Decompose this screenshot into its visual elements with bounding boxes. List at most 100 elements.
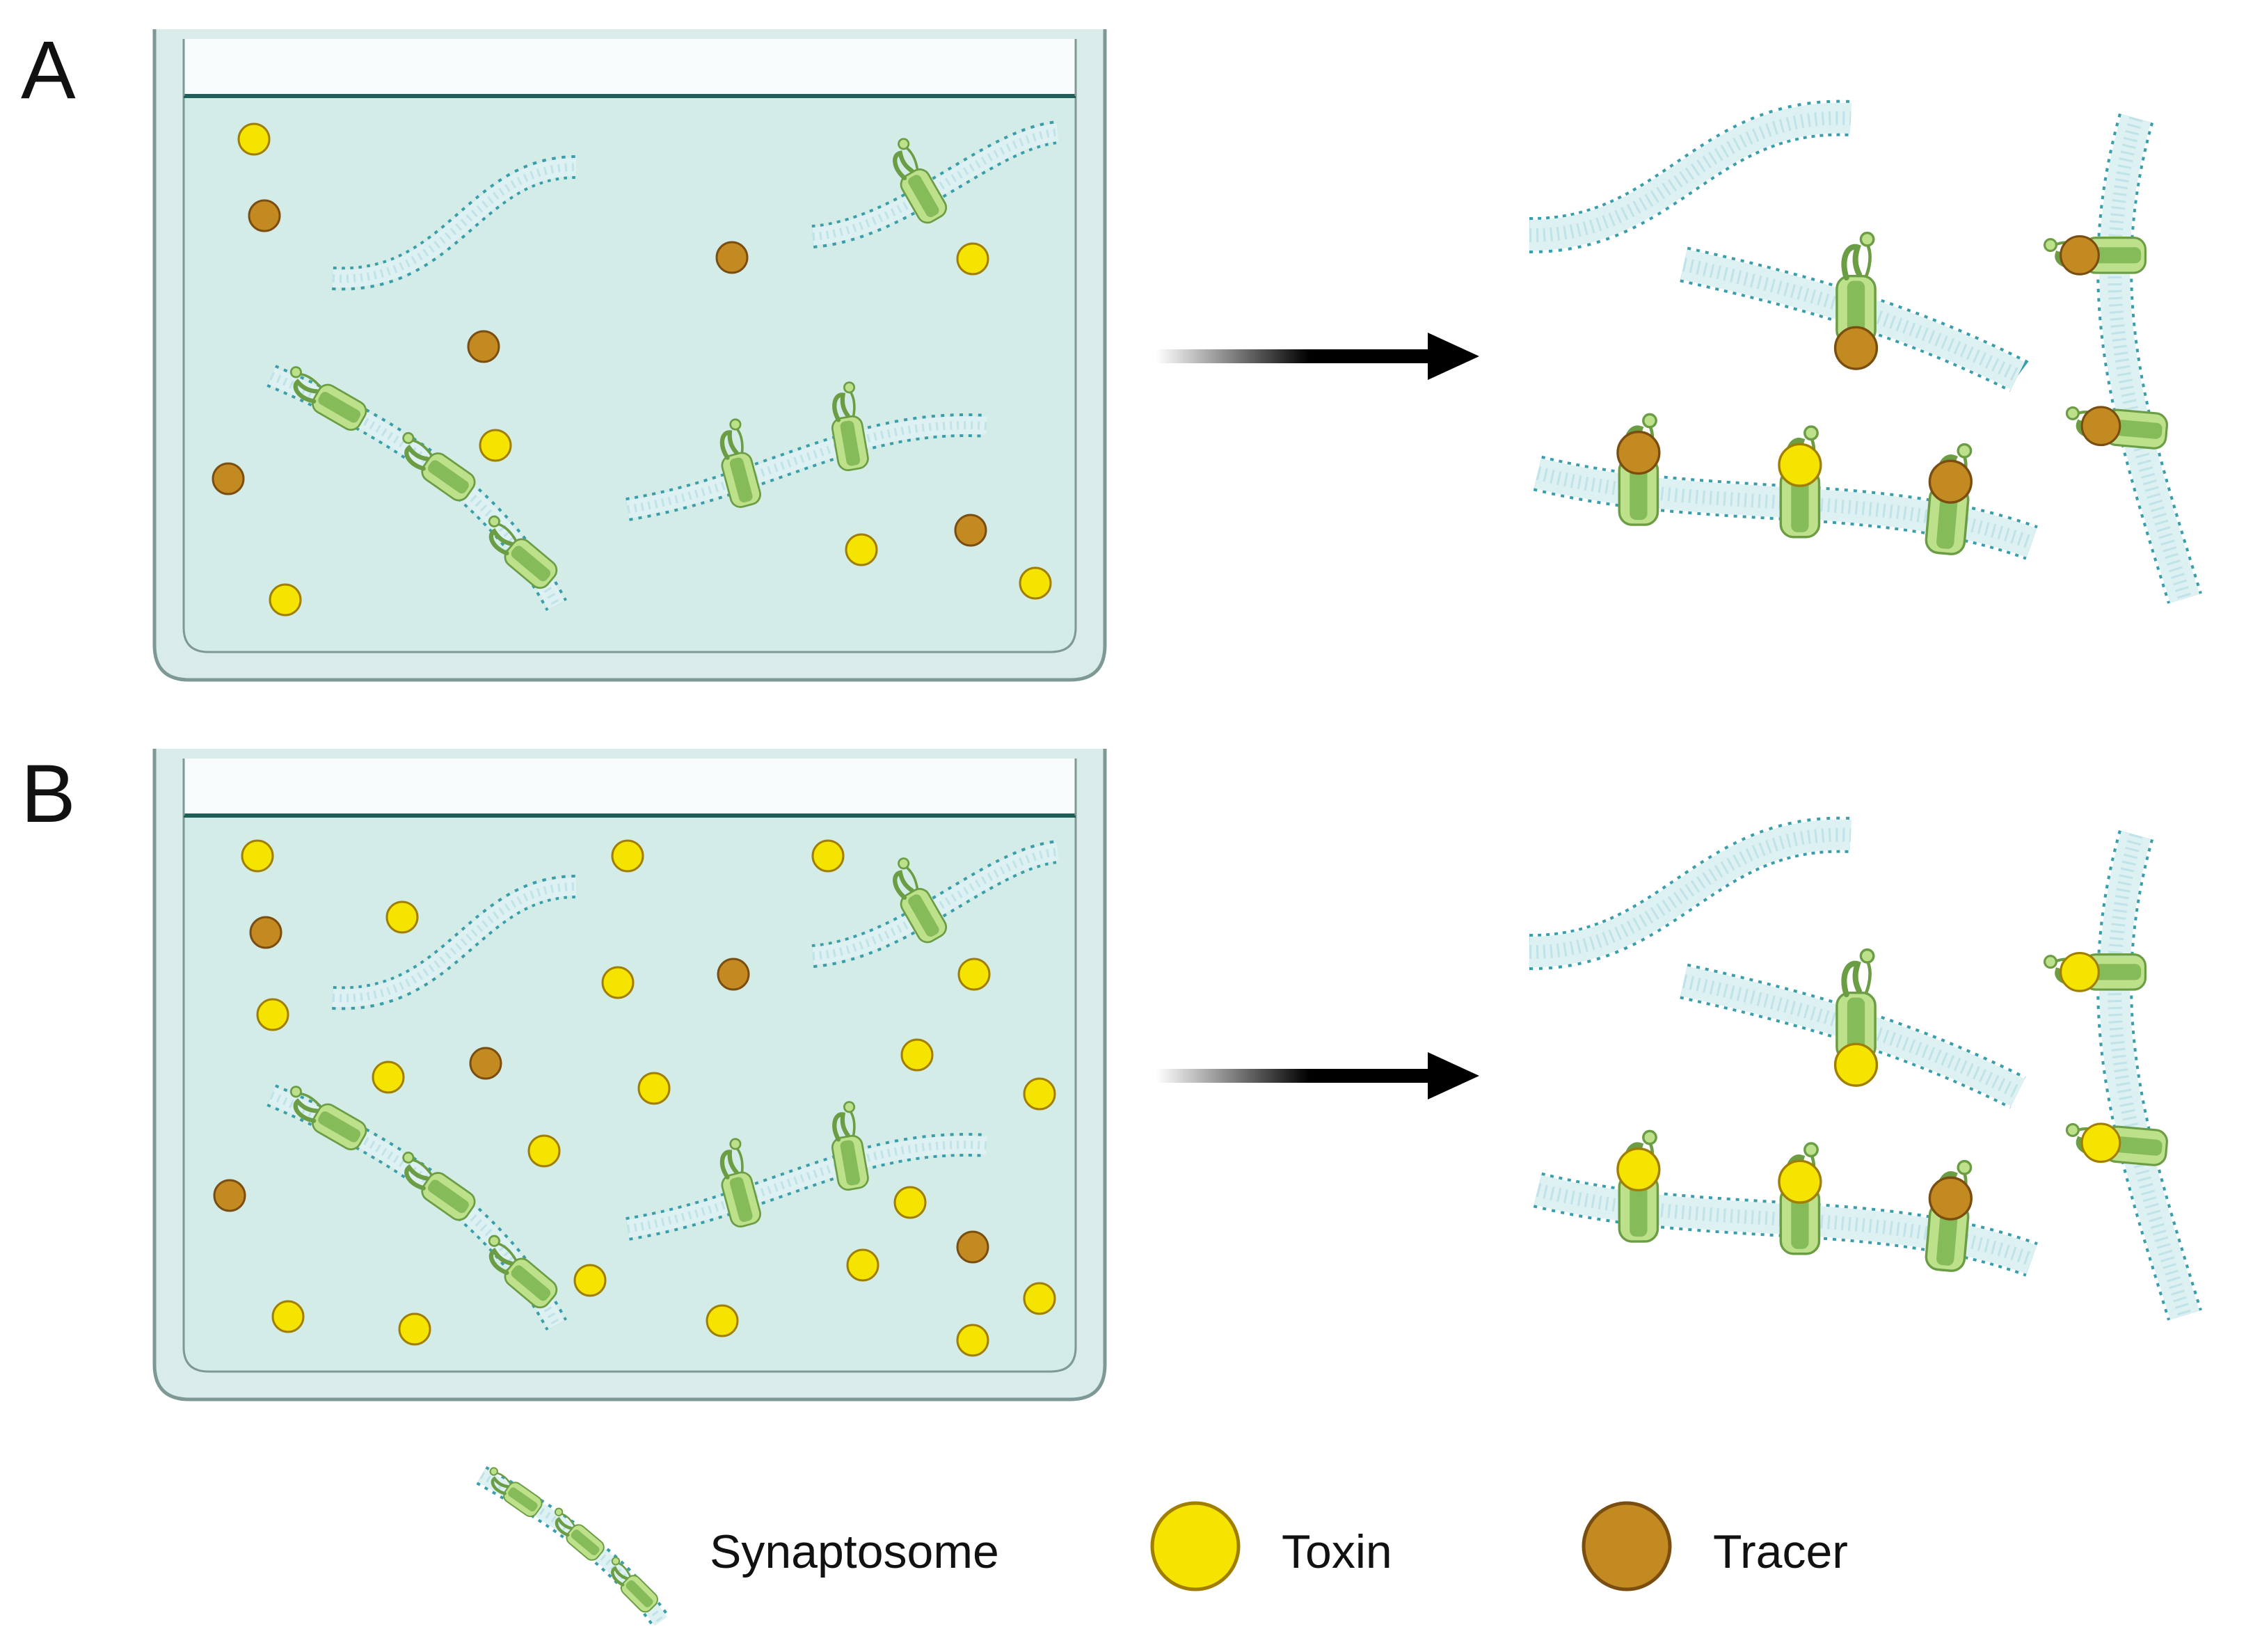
legend-synaptosome-label: Synaptosome (710, 1525, 999, 1578)
toxin-particle (256, 998, 289, 1031)
tracer-particle (249, 916, 282, 949)
legend-toxin-label: Toxin (1282, 1525, 1392, 1578)
toxin-particle (811, 839, 845, 873)
synaptosome (1533, 1129, 2038, 1277)
tracer-bound-particle (2060, 235, 2100, 276)
toxin-particle (845, 533, 878, 566)
tracer-particle (248, 199, 281, 232)
receptor (893, 138, 948, 224)
synaptosome (811, 120, 1060, 248)
toxin-particle (611, 839, 644, 873)
result-a (1529, 100, 2202, 604)
membrane-bilayer (811, 120, 1060, 248)
receptor (289, 366, 367, 431)
toxin-bound-particle (1778, 1159, 1822, 1204)
toxin-particle (893, 1186, 927, 1219)
toxin-bound-particle (2080, 1122, 2121, 1163)
synaptosome (1529, 816, 1852, 971)
tracer-particle (467, 330, 500, 363)
receptor (611, 1557, 658, 1613)
toxin-particle (573, 1264, 607, 1297)
tracer-particle (212, 462, 245, 495)
receptor (1833, 231, 1879, 370)
toxin-particle (706, 1304, 739, 1337)
receptor (289, 1086, 367, 1151)
toxin-particle (846, 1248, 879, 1282)
tracer-particle (213, 1179, 246, 1212)
tracer-bound-particle (2080, 406, 2121, 447)
toxin-particle (1023, 1282, 1056, 1315)
synaptosome (332, 875, 577, 1010)
tracer-particle (717, 958, 750, 991)
receptor (488, 1234, 558, 1309)
toxin-particle (527, 1134, 561, 1168)
toxin-particle (1023, 1077, 1056, 1111)
legend (476, 1466, 1672, 1628)
synaptosome (266, 365, 567, 612)
receptor (402, 1151, 476, 1221)
toxin-particle (398, 1312, 431, 1346)
toxin-particle (372, 1061, 405, 1094)
receptor (1616, 413, 1661, 526)
membrane-bilayer (2096, 829, 2202, 1321)
receptor (488, 515, 558, 589)
toxin-bound-particle (1778, 443, 1822, 487)
membrane-bilayer (1529, 816, 1852, 971)
toxin-particle (237, 122, 271, 156)
receptor (719, 1138, 762, 1228)
receptor (1925, 1159, 1973, 1272)
receptor (554, 1507, 605, 1561)
toxin-particle (601, 966, 635, 999)
panel-a-label: A (21, 24, 76, 116)
receptor (1778, 1142, 1822, 1255)
synaptosome (2043, 113, 2202, 604)
receptor (1925, 443, 1973, 555)
membrane-bilayer (626, 1133, 988, 1241)
synaptosome (476, 1466, 670, 1628)
tracer-bound-particle (1616, 430, 1661, 475)
tracer-bound-particle (1928, 459, 1973, 504)
membrane-bilayer (626, 413, 988, 521)
synaptosome (811, 840, 1060, 968)
receptor (402, 431, 476, 502)
toxin-particle (269, 583, 302, 617)
toxin-particle (900, 1038, 934, 1072)
panel-b-label: B (21, 748, 76, 840)
synaptosome (626, 1101, 988, 1241)
toxin-icon (1150, 1501, 1241, 1591)
toxin-bound-particle (1833, 1042, 1879, 1087)
toxin-particle (1019, 566, 1052, 600)
arrow-b (1156, 1052, 1479, 1099)
synaptosome (266, 1084, 567, 1331)
receptor (2065, 1122, 2168, 1166)
synaptosome (332, 155, 577, 291)
receptor (719, 418, 762, 508)
toxin-particle (241, 839, 274, 873)
toxin-particle (956, 1324, 989, 1357)
synaptosome (1533, 413, 2038, 560)
receptor (831, 381, 869, 472)
synaptosome (2043, 829, 2202, 1321)
receptor (1778, 425, 1822, 539)
membrane-bilayer (1529, 100, 1852, 254)
tracer-particle (956, 1230, 989, 1264)
receptor (2065, 406, 2168, 450)
beaker-a (152, 29, 1107, 682)
tracer-bound-particle (1928, 1176, 1973, 1221)
toxin-particle (271, 1300, 305, 1333)
tracer-particle (954, 514, 987, 547)
receptor (1833, 948, 1879, 1087)
arrow-a (1156, 333, 1479, 380)
receptor (2043, 951, 2147, 992)
synaptosome (1680, 231, 2026, 392)
toxin-bound-particle (1616, 1147, 1661, 1192)
membrane-bilayer (2096, 113, 2202, 604)
toxin-particle (385, 900, 419, 934)
synaptosome (1680, 948, 2026, 1109)
synaptosome (1529, 100, 1852, 254)
toxin-bound-particle (2060, 951, 2100, 992)
membrane-bilayer (332, 875, 577, 1010)
membrane-bilayer (811, 840, 1060, 968)
receptor (893, 857, 948, 944)
